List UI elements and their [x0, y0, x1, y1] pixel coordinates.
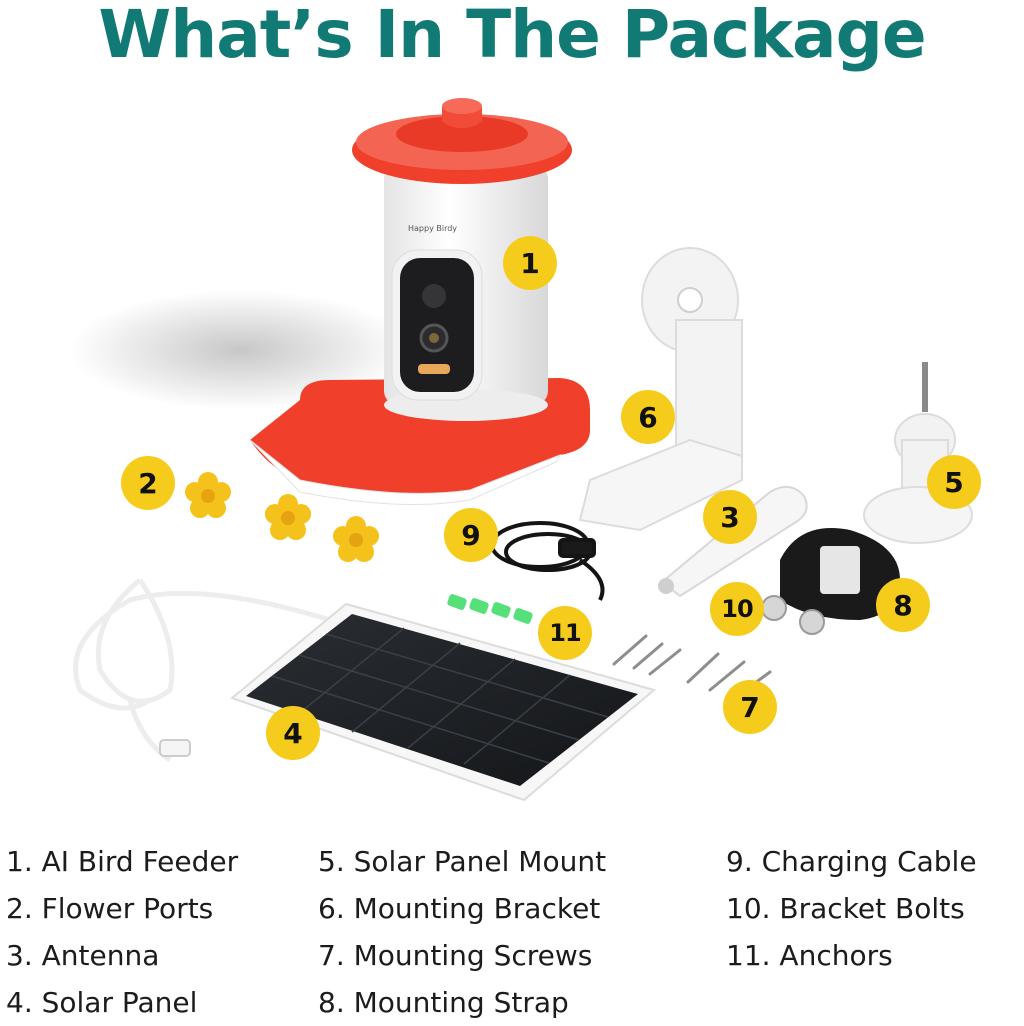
legend-item: 3. Antenna [6, 939, 160, 972]
charging-cable [490, 521, 605, 601]
legend-item: 1. AI Bird Feeder [6, 845, 239, 878]
contents-legend: 1. AI Bird Feeder 2. Flower Ports 3. Ant… [0, 838, 1024, 1024]
badge-2: 2 [121, 456, 175, 510]
flower-ports [185, 472, 379, 562]
solar-panel-mount [863, 362, 973, 544]
solar-panel [229, 602, 657, 802]
badge-6: 6 [621, 390, 675, 444]
badge-8: 8 [876, 578, 930, 632]
badge-7: 7 [723, 680, 777, 734]
legend-column-1: 1. AI Bird Feeder 2. Flower Ports 3. Ant… [6, 838, 238, 1026]
legend-column-3: 9. Charging Cable 10. Bracket Bolts 11. … [726, 838, 977, 979]
brand-label: Happy Birdy [408, 224, 457, 233]
legend-item: 10. Bracket Bolts [726, 892, 965, 925]
badge-1: 1 [503, 236, 557, 290]
package-contents-illustration: Happy Birdy [70, 98, 973, 802]
bird-feeder [70, 98, 590, 505]
anchors [447, 594, 533, 624]
legend-item: 7. Mounting Screws [318, 939, 593, 972]
badge-5: 5 [927, 455, 981, 509]
legend-item: 5. Solar Panel Mount [318, 845, 607, 878]
solar-panel-cable [73, 578, 331, 763]
badge-10: 10 [710, 582, 764, 636]
mounting-strap [780, 528, 900, 620]
page-title: What’s In The Package [98, 0, 926, 73]
badge-3: 3 [703, 490, 757, 544]
mounting-bracket [578, 247, 743, 532]
badge-11: 11 [538, 606, 592, 660]
badge-9: 9 [444, 508, 498, 562]
legend-item: 8. Mounting Strap [318, 986, 569, 1019]
legend-item: 4. Solar Panel [6, 986, 198, 1019]
legend-column-2: 5. Solar Panel Mount 6. Mounting Bracket… [318, 838, 606, 1026]
badge-4: 4 [266, 706, 320, 760]
legend-item: 11. Anchors [726, 939, 893, 972]
legend-item: 9. Charging Cable [726, 845, 977, 878]
legend-item: 2. Flower Ports [6, 892, 214, 925]
bracket-bolts [761, 595, 825, 635]
legend-item: 6. Mounting Bracket [318, 892, 601, 925]
